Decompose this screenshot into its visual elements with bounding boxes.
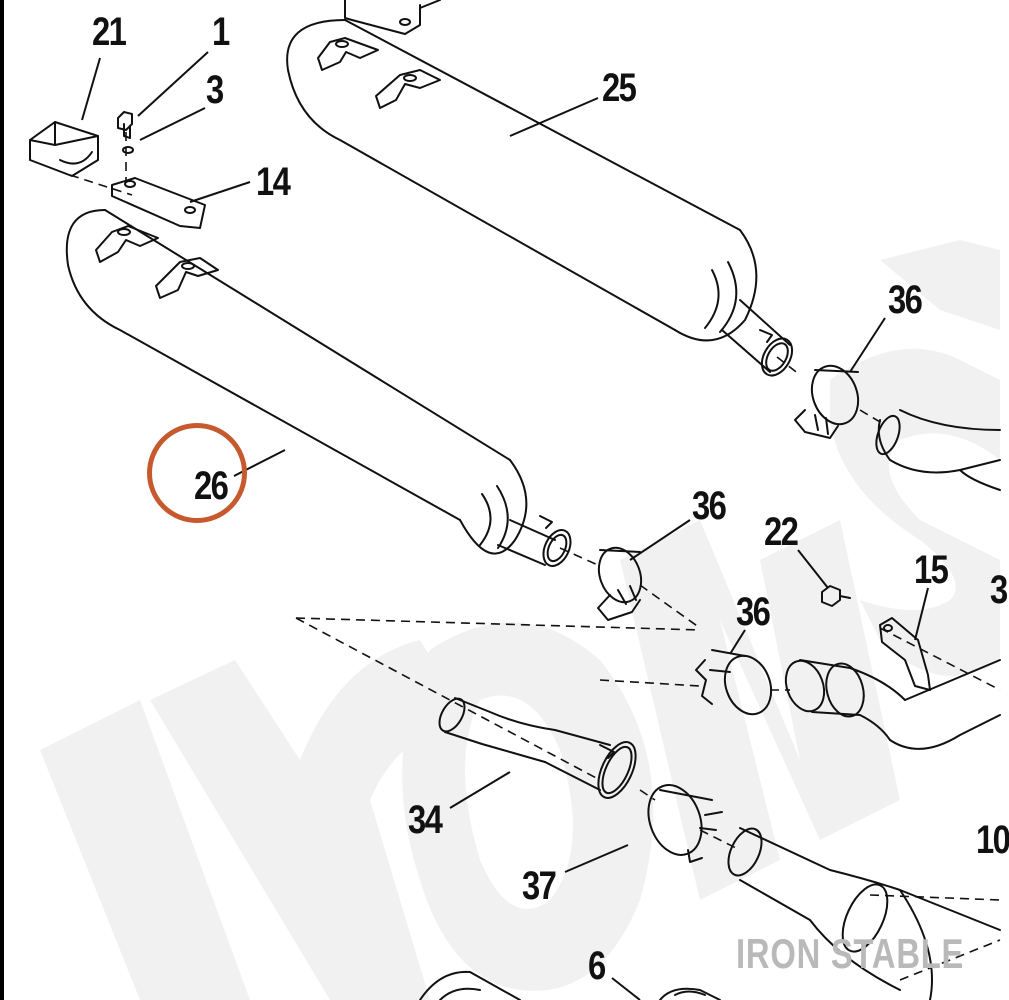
callout-36-lower: 36	[736, 590, 771, 634]
leader-36-upper	[849, 317, 886, 373]
pipe-6	[419, 970, 721, 1000]
clamp-37	[647, 784, 723, 863]
bolt-1	[117, 111, 133, 139]
watermark-text: IRON STABLE	[736, 930, 965, 977]
callout-3: 3	[206, 68, 224, 112]
leader-3	[139, 107, 206, 141]
leader-6	[611, 977, 641, 1000]
callout-21: 21	[92, 10, 127, 54]
callout-1: 1	[212, 10, 230, 54]
callout-14: 14	[256, 160, 291, 204]
connector-pipe	[784, 659, 1001, 750]
callout-6: 6	[588, 944, 606, 988]
callout-25: 25	[602, 66, 637, 110]
rubber-mount-21	[29, 121, 99, 177]
bracket-15	[879, 617, 931, 691]
bolt-22	[821, 585, 851, 607]
leader-21	[81, 57, 101, 121]
clamp-36-lower	[695, 649, 773, 716]
leader-1	[137, 51, 209, 117]
leader-34	[449, 771, 511, 809]
leader-14	[189, 181, 251, 203]
callout-36-middle: 36	[692, 484, 727, 528]
leader-15	[914, 587, 929, 641]
clamp-36-middle	[597, 546, 643, 621]
header-pipe-upper	[875, 409, 1001, 491]
callout-10: 10	[976, 818, 1009, 862]
callout-15: 15	[914, 548, 949, 592]
tailpipe-34	[438, 697, 637, 799]
upper-muffler	[286, 0, 794, 377]
leader-36-lower	[729, 629, 746, 655]
highlight-ring	[147, 423, 247, 523]
leader-36-middle	[629, 519, 691, 561]
callout-37: 37	[522, 864, 557, 908]
leader-25	[509, 97, 599, 137]
callout-34: 34	[408, 798, 443, 842]
callout-22: 22	[764, 510, 799, 554]
callout-26[interactable]: 26	[194, 464, 229, 508]
leader-22	[797, 549, 829, 589]
bracket-14	[111, 177, 206, 229]
lower-muffler	[65, 209, 572, 567]
washer-3	[122, 146, 134, 154]
clamp-36-upper	[794, 364, 860, 439]
callout-36-upper: 36	[888, 278, 923, 322]
leader-37	[564, 844, 629, 873]
callout-3-right: 3	[990, 568, 1008, 612]
left-frame-edge	[0, 0, 4, 1000]
